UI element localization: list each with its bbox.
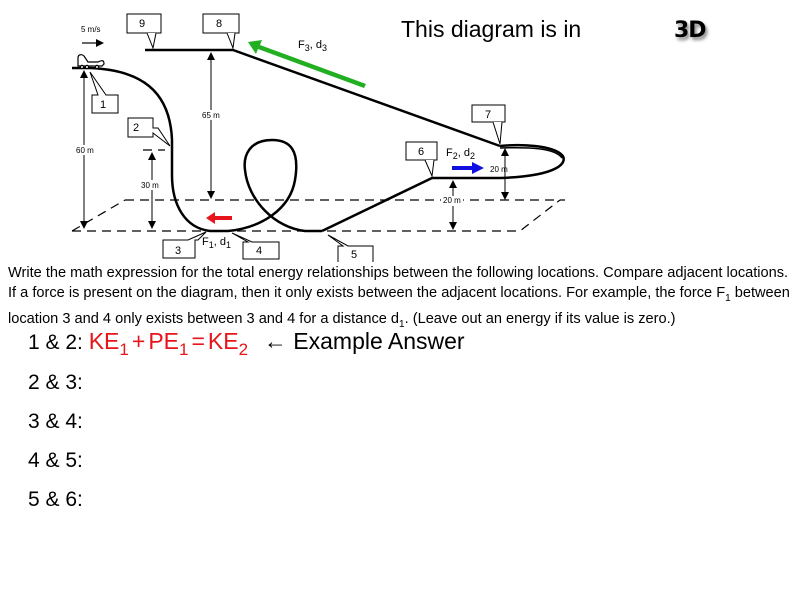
svg-text:9: 9: [139, 18, 145, 30]
svg-text:7: 7: [485, 109, 491, 121]
question-label: 3 & 4:: [28, 410, 83, 433]
ground-plane-lower: [71, 199, 561, 232]
svg-text:6: 6: [418, 146, 424, 158]
force-arrow-f3-icon: [248, 40, 366, 88]
example-answer: KE1+PE1=KE2: [88, 328, 249, 359]
height-label-60m: 60 m: [76, 146, 94, 155]
instructions-text: Write the math expression for the total …: [8, 265, 790, 330]
force-label-f1: F1, d1: [202, 236, 231, 250]
force-arrow-f1-icon: [206, 212, 232, 224]
location-label-8: 8: [202, 13, 240, 50]
location-label-9: 9: [126, 13, 162, 50]
velocity-arrow-icon: [82, 39, 104, 47]
location-label-3: 3: [162, 231, 207, 259]
question-3-4: 3 & 4:: [28, 410, 83, 434]
height-label-30m: 30 m: [141, 181, 159, 190]
question-4-5: 4 & 5:: [28, 449, 83, 473]
height-label-20m-6: 20 m: [443, 196, 461, 205]
track: [72, 48, 565, 233]
height-label-65m: 65 m: [202, 111, 220, 120]
height-labels: 60 m 30 m 65 m 20 m 20 m: [74, 110, 508, 206]
question-label: 4 & 5:: [28, 449, 83, 472]
location-label-5: 5: [327, 234, 374, 262]
location-label-6: 6: [405, 141, 438, 178]
svg-text:2: 2: [133, 122, 139, 134]
question-label: 5 & 6:: [28, 488, 83, 511]
roller-coaster-diagram: 60 m 30 m 65 m 20 m 20 m 5 m/s 1 2 3: [71, 13, 565, 262]
svg-text:1: 1: [100, 99, 106, 111]
location-label-7: 7: [471, 104, 506, 145]
height-label-20m-7: 20 m: [490, 165, 508, 174]
example-answer-note: ← Example Answer: [263, 328, 465, 354]
coaster-car-icon: [77, 54, 105, 70]
question-2-3: 2 & 3:: [28, 371, 83, 395]
location-callouts: 1 2 3 4 5 6 7 8: [89, 13, 506, 262]
location-label-2: 2: [127, 117, 171, 147]
svg-text:5: 5: [351, 249, 357, 261]
location-label-4: 4: [231, 232, 280, 260]
force-label-f2: F2, d2: [446, 147, 475, 161]
location-label-1: 1: [89, 71, 119, 114]
svg-text:4: 4: [256, 245, 262, 257]
force-arrow-f2-icon: [452, 162, 484, 174]
3d-badge: 3D: [674, 18, 707, 43]
initial-speed-label: 5 m/s: [81, 25, 101, 34]
question-label: 2 & 3:: [28, 371, 83, 394]
force-label-f3: F3, d3: [298, 39, 327, 53]
diagram-title: This diagram is in: [401, 16, 582, 42]
svg-text:3: 3: [175, 245, 181, 257]
question-1-2: 1 & 2: KE1+PE1=KE2 ← Example Answer: [28, 328, 465, 360]
question-5-6: 5 & 6:: [28, 488, 83, 512]
ground-plane-upper: [125, 149, 565, 201]
svg-text:8: 8: [216, 18, 222, 30]
question-label: 1 & 2:: [28, 331, 83, 354]
